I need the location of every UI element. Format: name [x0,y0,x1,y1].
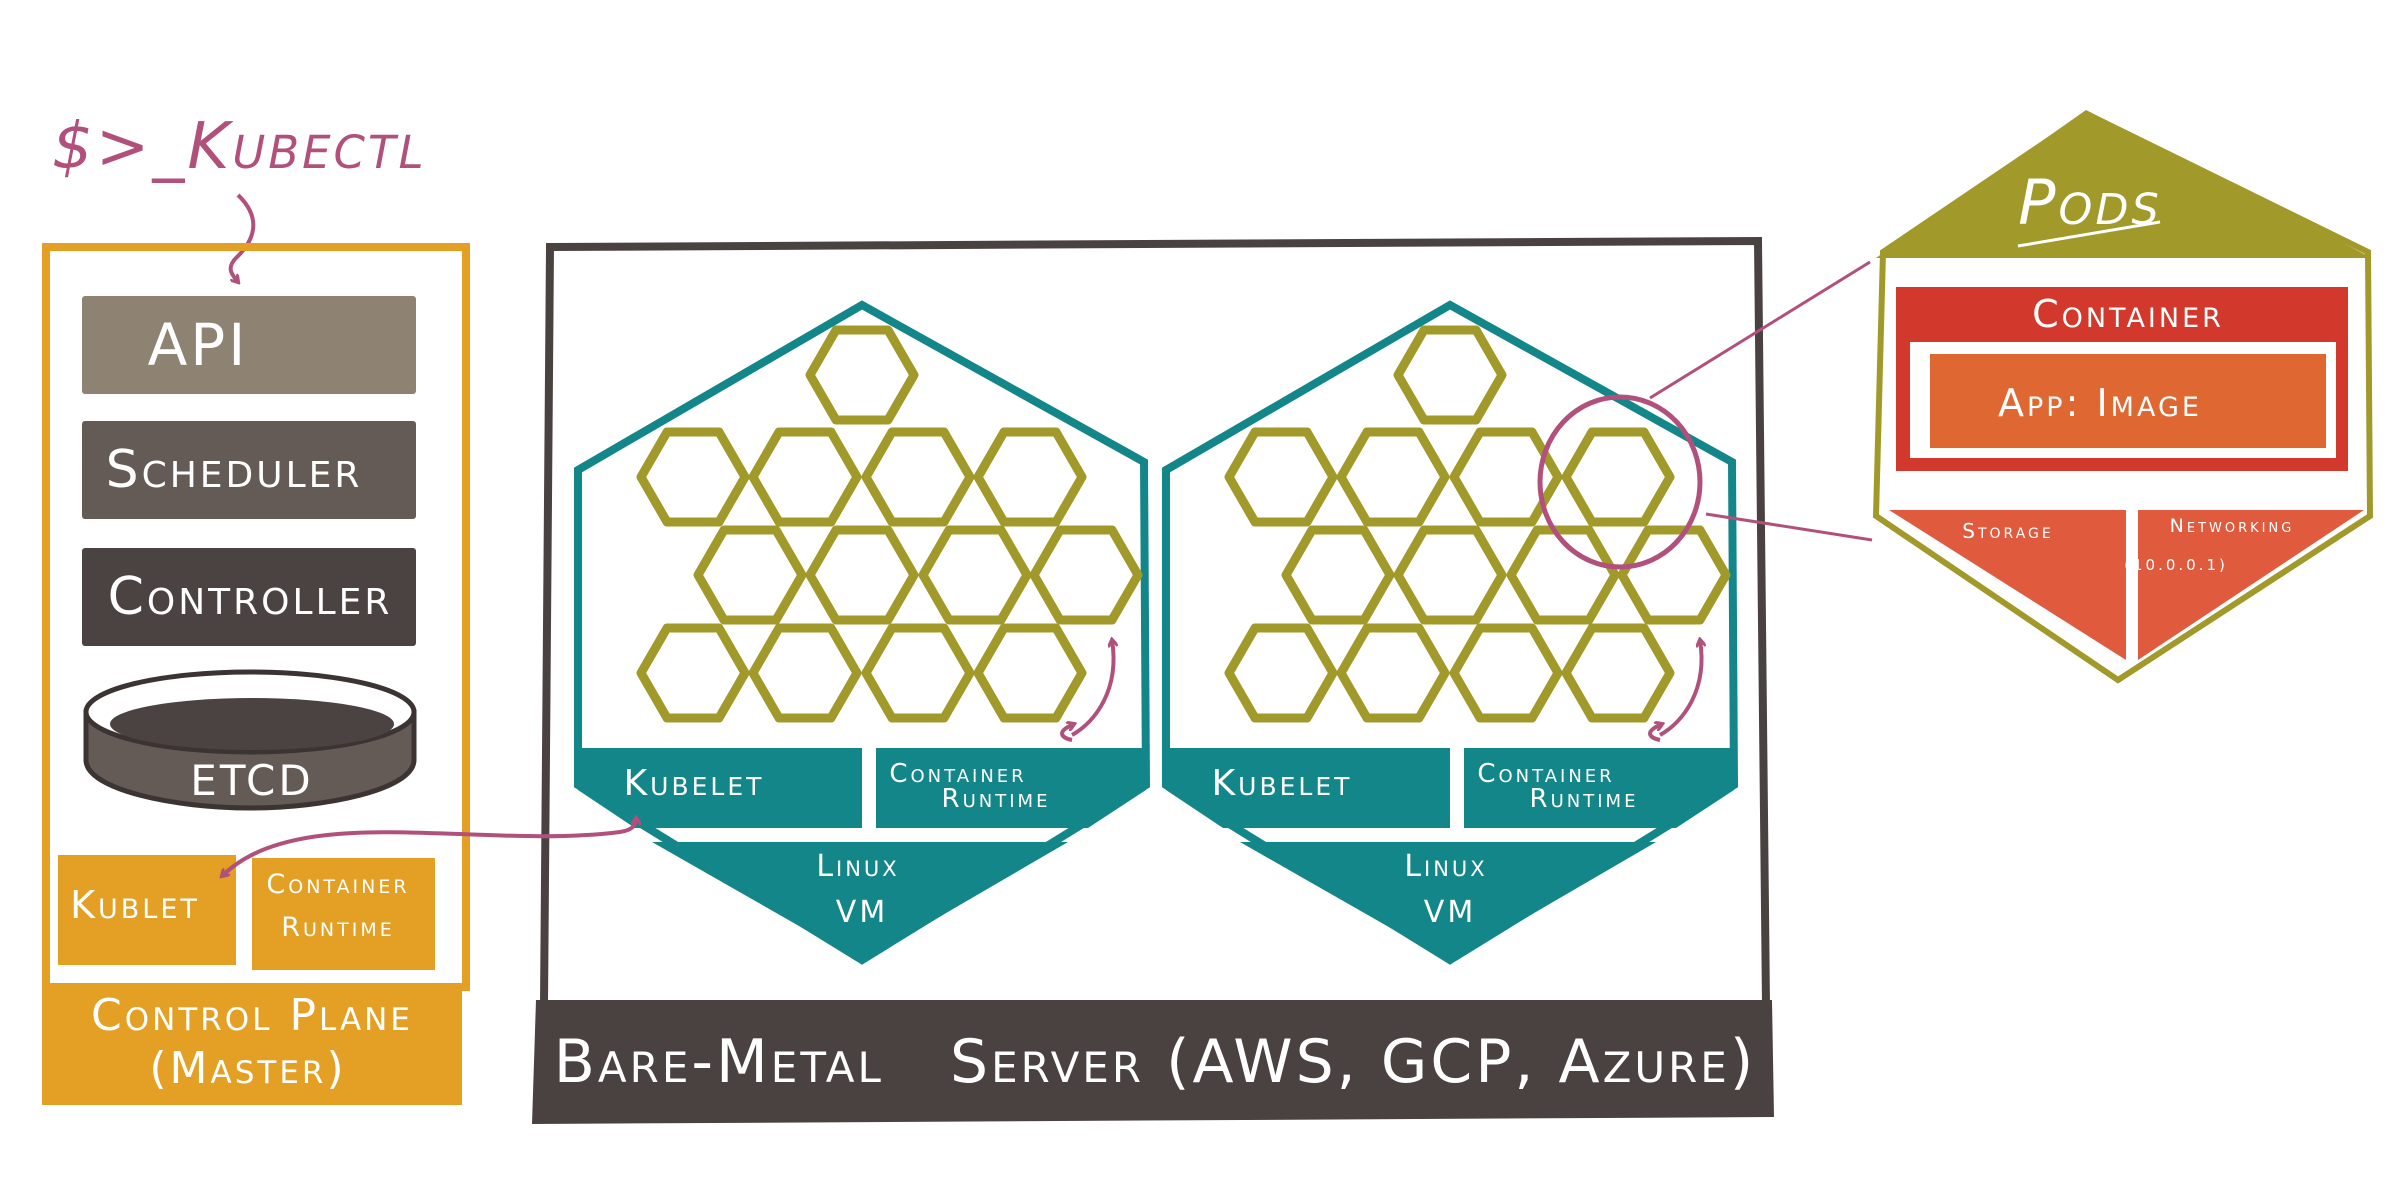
pod-hexagon [636,427,750,527]
runtime-to-pod-arrow-tail [1060,724,1074,742]
pod-hexagon [805,325,919,425]
pods-title-underline [2017,220,2161,248]
pod-hexagon [1393,325,1507,425]
pod-hexagon [861,623,975,723]
kubectl-label: $>_Kubectl [52,110,427,184]
container-runtime-box [876,748,1146,828]
linux-label: Linux [1404,849,1487,884]
pod-hexagon [1281,525,1395,625]
ip-label: (10.0.0.1) [2124,556,2228,574]
pod-hexagon [693,525,807,625]
app-image-box [1930,354,2326,448]
vm-label: VM [1424,895,1476,930]
runtime-to-pod-arrow [1070,640,1114,737]
pods-title: Pods [2018,166,2162,239]
container-runtime-line1: Container [1477,759,1614,789]
linux-vm-triangle [652,842,1068,962]
cp-container-runtime-line2: Runtime [281,912,395,943]
pod-hexagon [805,525,919,625]
pod-hexagon [636,623,750,723]
bare-metal-server: Bare-Metal Server (AWS, GCP, Azure) [532,236,1774,1124]
scheduler-label: Scheduler [106,440,363,500]
pod-hexagon [748,623,862,723]
container-label: Container [2032,292,2224,336]
kublet-box [58,855,236,965]
control-plane: Control Plane (Master) API Scheduler Con… [42,243,470,1105]
etcd-label: ETCD [190,756,313,805]
kubelet-label: Kubelet [624,763,765,804]
pods-detail: Pods Container App: Image Storage Networ… [1872,110,2374,684]
kublet-label: Kublet [70,883,200,927]
pod-hexagon [918,525,1032,625]
linux-label: Linux [816,849,899,884]
networking-label: Networking [2170,515,2295,537]
pod-leader-line-top [1649,260,1871,400]
pod-highlight-circle [1537,394,1703,570]
control-plane-label-line1: Control Plane [91,990,413,1041]
kubelet-box [1166,748,1450,828]
pod-hexagon [1617,525,1731,625]
scheduler-box [82,421,416,519]
pods-roof [1876,110,2372,258]
pod-hexagon [1449,427,1563,527]
kubelet-label: Kubelet [1212,763,1353,804]
app-image-label: App: Image [1998,381,2202,425]
storage-section [1889,510,2126,660]
pod-hexagon [973,427,1087,527]
linux-vm-triangle [1240,842,1656,962]
worker-node-1: Kubelet Container Runtime Linux VM [574,300,1151,965]
networking-section [2138,510,2364,660]
kubectl-arrow [228,193,256,282]
cp-container-runtime-line1: Container [266,869,409,900]
pod-hexagon-grid [1224,325,1731,723]
etcd-database: ETCD [83,669,417,811]
pod-hexagon-grid [636,325,1143,723]
container-runtime-box [1464,748,1734,828]
worker-node-2: Kubelet Container Runtime Linux VM [1162,300,1739,965]
pod-hexagon [1449,623,1563,723]
kublet-connector-arrow [222,818,636,876]
pod-hexagon [1336,623,1450,723]
pod-hexagon [748,427,862,527]
controller-label: Controller [108,567,393,627]
pod-hexagon [861,427,975,527]
kubelet-box [578,748,862,828]
pod-hexagon [973,623,1087,723]
container-runtime-line1: Container [889,759,1026,789]
server-base [532,1000,1774,1124]
vm-label: VM [836,895,888,930]
pod-hexagon [1224,623,1338,723]
api-label: API [148,311,249,379]
container-runtime-line2: Runtime [942,784,1051,814]
pod-hexagon [1393,525,1507,625]
pod-hexagon [1561,427,1675,527]
pod-hexagon [1224,427,1338,527]
pod-hexagon [1336,427,1450,527]
storage-label: Storage [1962,519,2053,543]
pod-leader-line-bottom [1705,512,1873,542]
pod-hexagon [1506,525,1620,625]
pod-hexagon [1561,623,1675,723]
container-runtime-line2: Runtime [1530,784,1639,814]
pod-hexagon [1029,525,1143,625]
control-plane-label-box [42,985,462,1105]
controller-box [82,548,416,646]
runtime-to-pod-arrow-tail [1648,724,1662,742]
server-label: Bare-Metal Server (AWS, GCP, Azure) [554,1027,1756,1097]
api-box [82,296,416,394]
runtime-to-pod-arrow [1658,640,1702,737]
control-plane-label-line2: (Master) [149,1043,346,1094]
